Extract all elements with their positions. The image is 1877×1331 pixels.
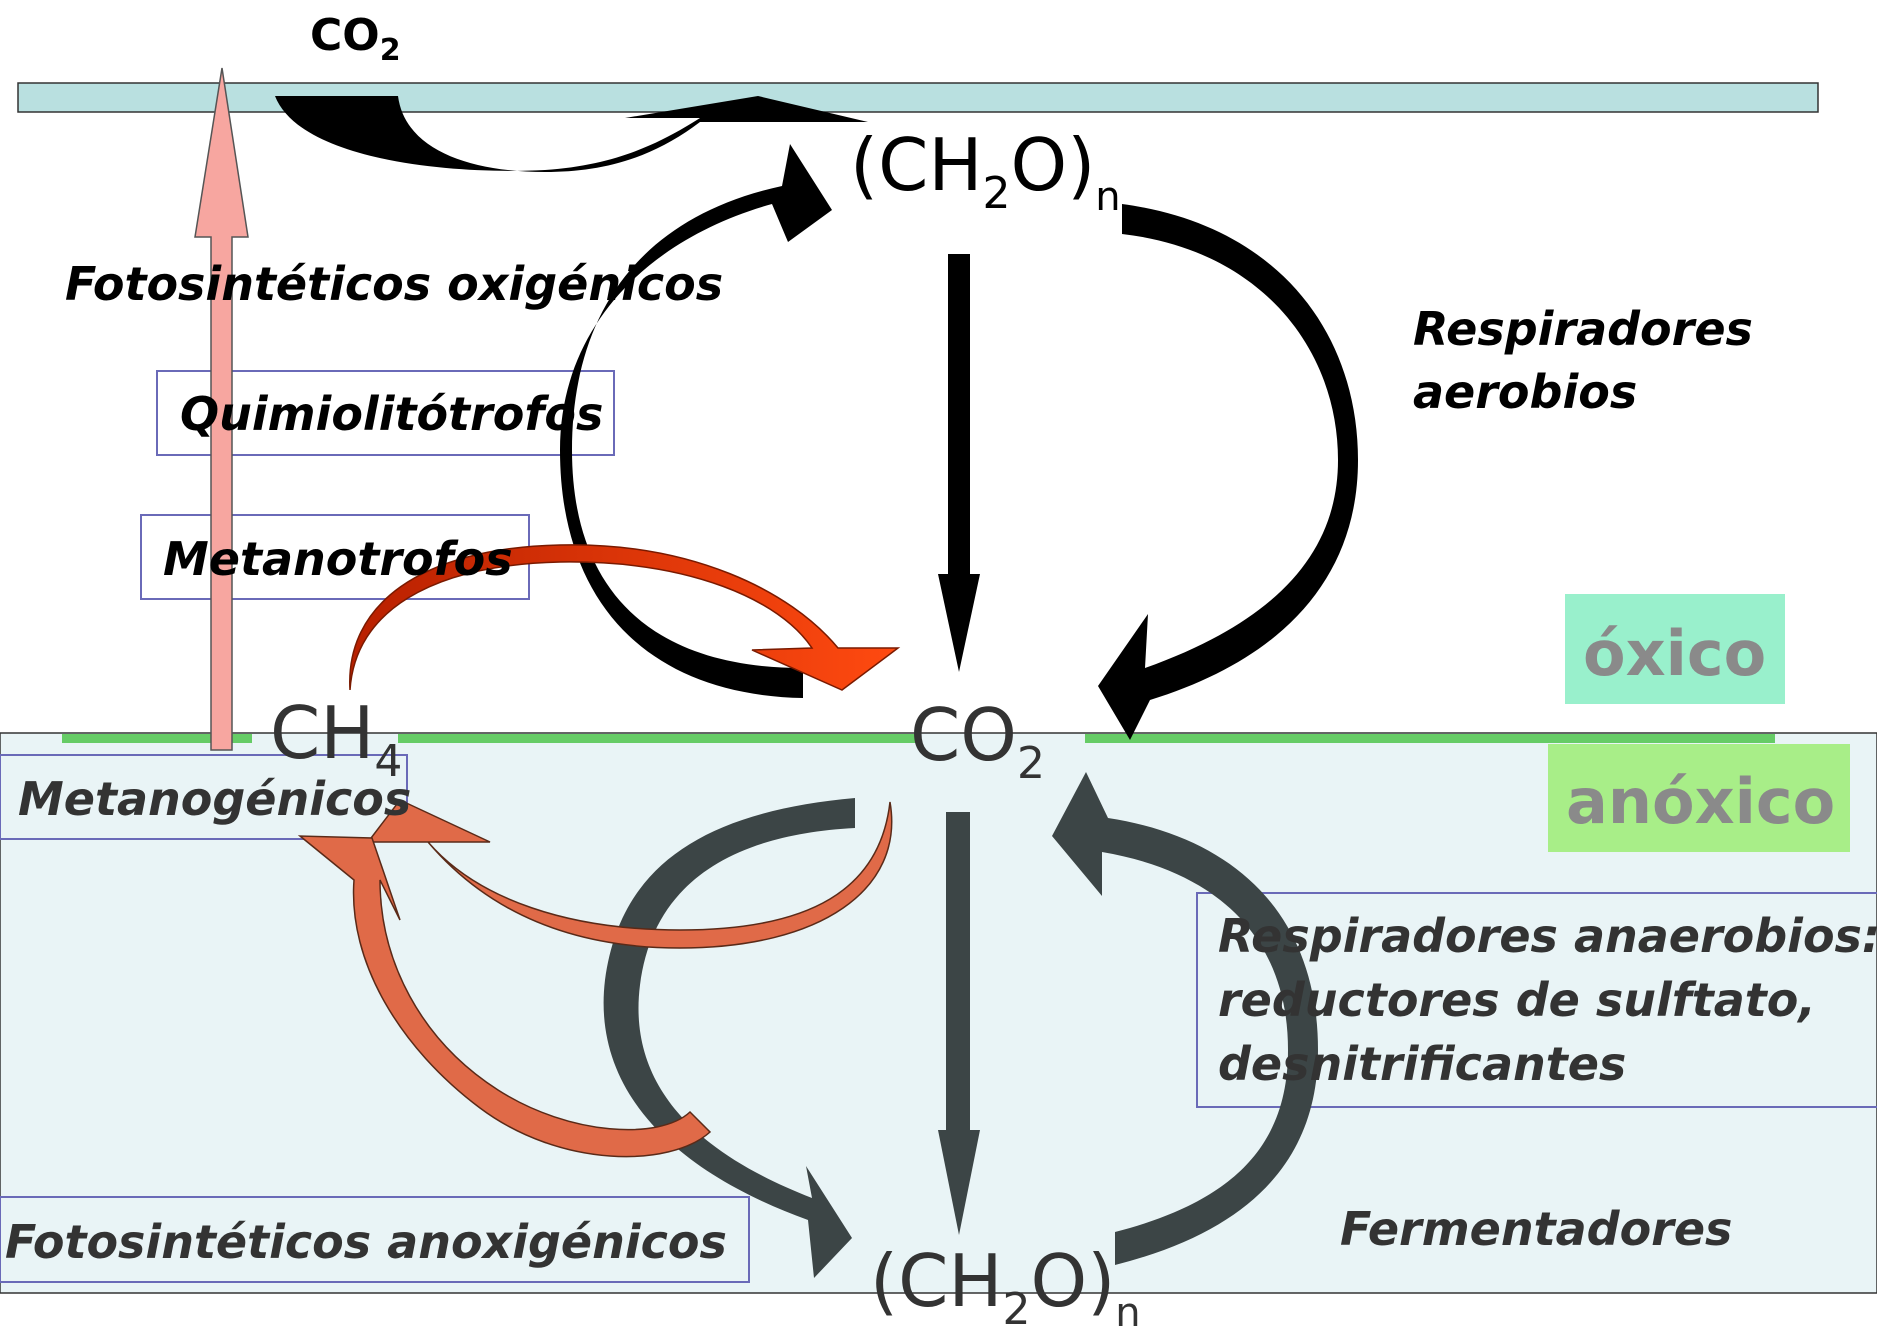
methanotroph-arrow: [349, 544, 901, 691]
surface-photosynthesis-arrow: [275, 96, 868, 172]
ch2o-top-label: (CH2O)n: [850, 123, 1121, 220]
metanogenicos-label: Metanogénicos: [18, 772, 411, 826]
respiradores-anaerobios-label-2: reductores de sulftato,: [1218, 973, 1816, 1027]
oxic-down-arrow: [938, 254, 980, 672]
fotosinteticos-oxigenicos-label: Fotosintéticos oxigénicos: [65, 257, 723, 311]
oxic-anoxic-interface: [62, 734, 1775, 743]
respiradores-aerobios-label-1: Respiradores: [1413, 302, 1753, 356]
metanotrofos-label: Metanotrofos: [163, 532, 513, 586]
anoxic-badge: [1548, 744, 1850, 852]
fotosinteticos-anoxigenicos-label: Fotosintéticos anoxigénicos: [5, 1215, 727, 1269]
ch4-label: CH4: [270, 691, 402, 787]
respiradores-anaerobios-label-3: desnitrificantes: [1218, 1037, 1626, 1091]
upward-release-arrow: [194, 67, 249, 751]
anoxic-zone-label: anóxico: [1566, 765, 1835, 838]
ch2o-bottom-label: (CH2O)n: [870, 1239, 1141, 1331]
anaerobic-respiration-arrow: [1052, 772, 1318, 1265]
respiradores-anaerobios-label-1: Respiradores anaerobios:: [1218, 909, 1877, 963]
aerobic-respiration-arrow: [1098, 204, 1358, 740]
metanogenicos-box: [0, 754, 408, 840]
oxic-fixation-arrow: [560, 144, 832, 698]
oxic-zone-label: óxico: [1583, 617, 1766, 690]
respiradores-aerobios-label-2: aerobios: [1413, 365, 1637, 419]
anoxic-down-arrow: [938, 812, 980, 1235]
co2-surface-label: CO2: [310, 10, 401, 68]
methanogenesis-from-organic-arrow: [297, 835, 712, 1158]
anoxygenic-fixation-arrow: [603, 798, 855, 1278]
quimiolitotrofos-label: Quimiolitótrofos: [180, 387, 603, 441]
co2-interface-label: CO2: [910, 693, 1045, 789]
fermentadores-label: Fermentadores: [1340, 1202, 1732, 1256]
quimiolitotrofos-box: [156, 370, 615, 456]
oxic-badge: [1565, 594, 1785, 704]
fotosinteticos-anoxigenicos-box: [0, 1196, 750, 1283]
respiradores-anaerobios-box: [1196, 892, 1877, 1108]
